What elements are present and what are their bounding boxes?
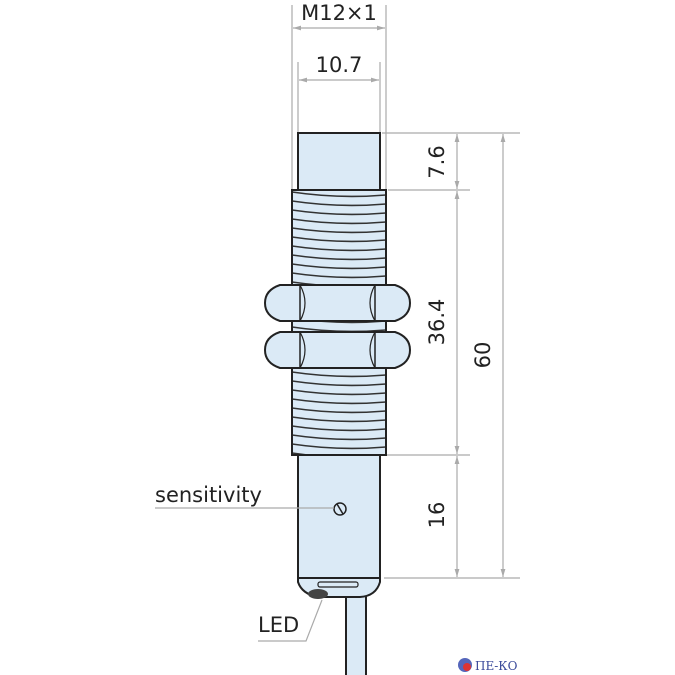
sensing-face-cap [297, 132, 381, 191]
dimension-lines [293, 25, 506, 577]
led-label: LED [258, 613, 299, 637]
dim-total-length: 60 [471, 342, 495, 369]
led-leader [258, 599, 323, 642]
dim-diameter: 10.7 [316, 53, 363, 77]
led-indicator [308, 589, 328, 599]
threaded-barrel [291, 189, 387, 456]
dim-lower-length: 16 [425, 502, 449, 529]
logo-text: ПЕ-КО [475, 659, 518, 673]
sensor-body [263, 132, 412, 675]
dim-thread: M12×1 [301, 1, 377, 25]
nut-lower [263, 331, 412, 369]
lower-housing [297, 454, 381, 579]
extension-lines [291, 5, 520, 579]
sensitivity-label: sensitivity [155, 483, 262, 507]
dim-thread-length: 36.4 [425, 299, 449, 346]
logo: ПЕ-КО [458, 658, 518, 673]
cable [345, 589, 367, 675]
dim-cap-length: 7.6 [425, 145, 449, 178]
nut-upper [263, 284, 412, 322]
